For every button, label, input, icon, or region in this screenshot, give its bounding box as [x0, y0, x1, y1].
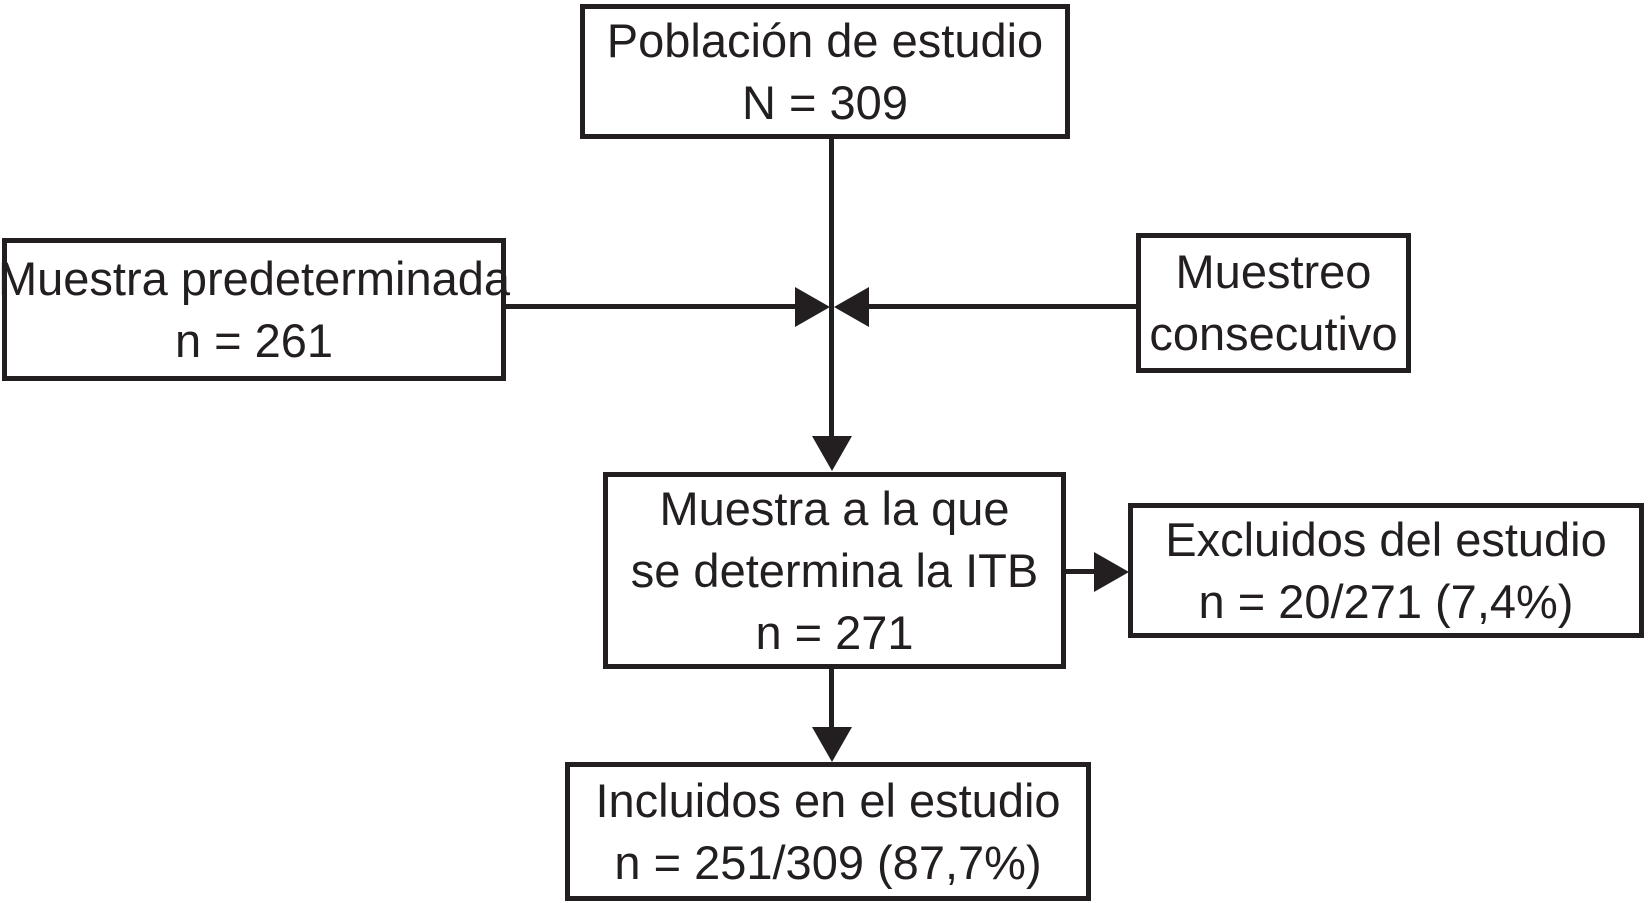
consecutive-sampling-box: Muestreo consecutivo: [1136, 233, 1411, 373]
itb-sample-box-line3: n = 271: [755, 605, 914, 659]
connector-population-to-itb-line: [829, 137, 834, 438]
arrow-down-into-itb-box-icon: [812, 436, 852, 471]
arrow-right-into-excluded-box-icon: [1094, 552, 1129, 592]
excluded-box-line2: n = 20/271 (7,4%): [1198, 574, 1574, 628]
consecutive-sampling-box-line1: Muestreo: [1175, 245, 1372, 298]
itb-sample-box: Muestra a la que se determina la ITB n =…: [603, 472, 1066, 669]
included-box-line1: Incluidos en el estudio: [595, 773, 1061, 827]
population-box-line1: Población de estudio: [606, 13, 1044, 67]
itb-sample-box-line1: Muestra a la que: [659, 481, 1010, 535]
predetermined-sample-box: Muestra predeterminada n = 261: [0, 238, 510, 381]
included-box-line2: n = 251/309 (87,7%): [614, 835, 1042, 889]
excluded-box-line1: Excluidos del estudio: [1165, 512, 1607, 566]
predetermined-sample-box-line1: Muestra predeterminada: [0, 251, 511, 305]
connector-itb-to-excluded-line: [1063, 569, 1097, 574]
connector-predetermined-line: [503, 304, 798, 309]
connector-consecutive-line: [866, 304, 1138, 309]
consecutive-sampling-box-line2: consecutivo: [1149, 307, 1398, 360]
arrow-left-from-consecutive-icon: [834, 287, 869, 327]
itb-sample-box-line2: se determina la ITB: [630, 543, 1039, 597]
population-box-line2: N = 309: [742, 75, 908, 129]
arrow-down-into-included-box-icon: [812, 727, 852, 762]
excluded-box: Excluidos del estudio n = 20/271 (7,4%): [1128, 503, 1644, 638]
predetermined-sample-box-line2: n = 261: [174, 313, 334, 367]
arrow-right-from-predetermined-icon: [795, 287, 830, 327]
included-box: Incluidos en el estudio n = 251/309 (87,…: [565, 762, 1091, 901]
population-box: Población de estudio N = 309: [580, 4, 1070, 139]
connector-itb-to-included-line: [829, 667, 834, 729]
